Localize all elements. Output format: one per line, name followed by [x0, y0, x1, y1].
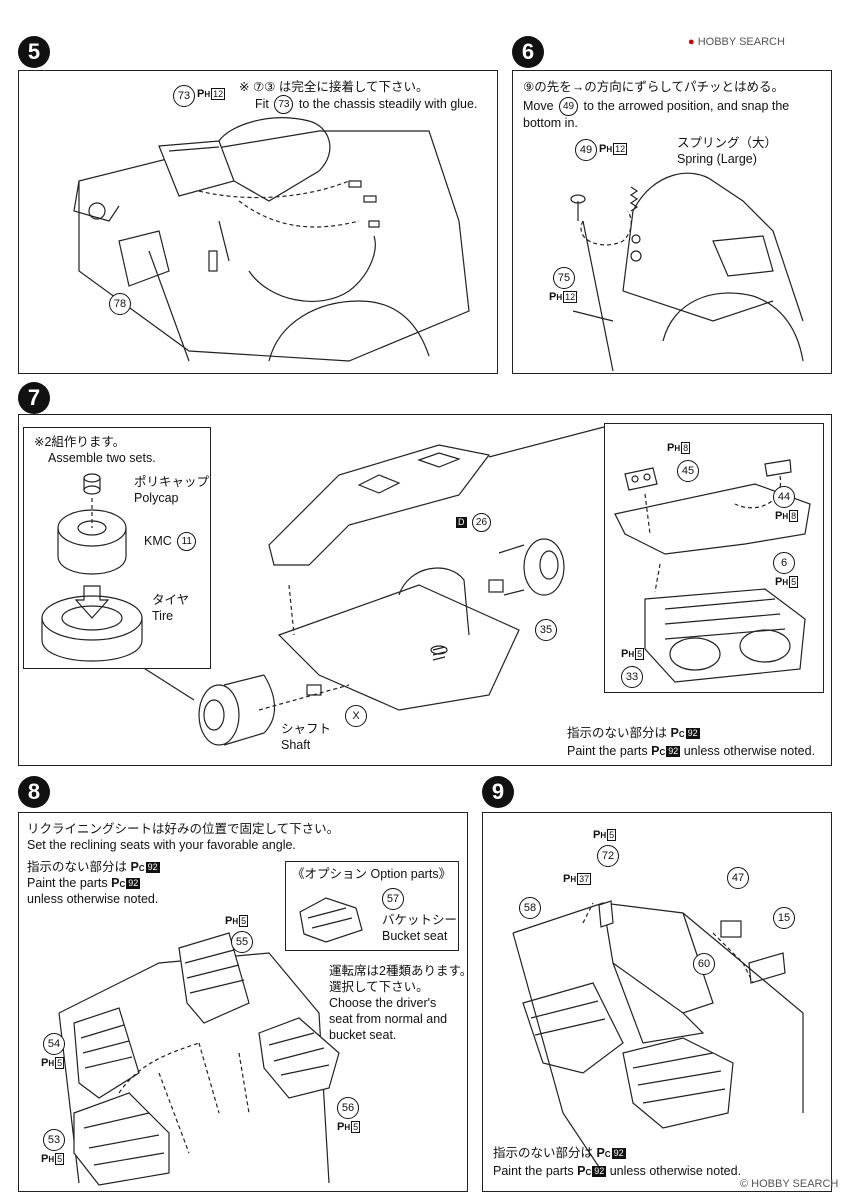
bucket-seat-en: Bucket seat	[382, 929, 448, 943]
spring-label-en: Spring (Large)	[677, 152, 757, 166]
part-54-callout: 54	[43, 1033, 65, 1055]
step-7-drawing	[138, 426, 605, 746]
step-7-panel: ※2組作ります。 Assemble two sets. ポリキャップ Polyc…	[18, 414, 832, 766]
part-33-callout: 33	[621, 666, 643, 688]
part-72-callout: 72	[597, 845, 619, 867]
part-60-callout: 60	[693, 953, 715, 975]
part-15-callout: 15	[773, 907, 795, 929]
shaft-label-jp: シャフト	[281, 722, 332, 736]
part-44-callout: 44	[773, 486, 795, 508]
part-57-callout: 57	[382, 888, 404, 910]
spring-label-jp: スプリング（大）	[677, 136, 778, 150]
part-47-callout: 47	[727, 867, 749, 889]
step-5-chassis-drawing	[73, 117, 470, 362]
part-73-callout: 73	[173, 85, 195, 107]
step-number-8: 8	[18, 776, 50, 808]
part-number: 49	[559, 97, 579, 116]
kmc-label: KMC 11	[144, 532, 198, 551]
inset-note-en: Assemble two sets.	[48, 451, 156, 465]
part-78-callout: 78	[109, 293, 131, 315]
option-parts-box: 《オプション Option parts》 57 バケットシート Bucket s…	[285, 861, 459, 951]
tire-label-en: Tire	[152, 609, 174, 623]
part-58-callout: 58	[519, 897, 541, 919]
driver-seat-en2: seat from normal and	[329, 1012, 448, 1026]
step-6-note-en-line2: bottom in.	[523, 116, 578, 130]
polycap-label-jp: ポリキャップ	[134, 475, 210, 489]
step-number-9: 9	[482, 776, 514, 808]
step-5-panel: ※ ⑦③ は完全に接着して下さい。 Fit 73 to the chassis …	[18, 70, 498, 374]
part-number: 26	[471, 513, 491, 532]
option-title: 《オプション Option parts》	[292, 867, 452, 881]
bucket-seat-jp: バケットシート	[382, 913, 458, 927]
polycap-label-en: Polycap	[134, 491, 179, 505]
step-6-panel: ⑨の先を→の方向にずらしてパチッとはめる。 Move 49 to the arr…	[512, 70, 832, 374]
part-number: 11	[177, 532, 197, 551]
hobby-search-copyright: © HOBBY SEARCH	[740, 1178, 839, 1190]
driver-seat-jp2: 選択して下さい。	[329, 980, 429, 994]
tire-label-jp: タイヤ	[152, 593, 190, 607]
step-number-6: 6	[512, 36, 544, 68]
part-number: 73	[274, 95, 294, 114]
bucket-seat-drawing	[299, 897, 363, 943]
driver-seat-en1: Choose the driver's	[329, 996, 437, 1010]
step-number-5: 5	[18, 36, 50, 68]
step-6-drawing	[570, 172, 804, 372]
driver-seat-en3: bucket seat.	[329, 1028, 397, 1042]
hobby-search-logo: ● HOBBY SEARCH	[688, 36, 785, 48]
part-6-callout: 6	[773, 552, 795, 574]
wheel-assembly-inset: ※2組作ります。 Assemble two sets. ポリキャップ Polyc…	[23, 427, 211, 669]
wheel-assembly-drawing	[41, 473, 143, 662]
rear-seat-drawing	[614, 459, 811, 683]
part-75-callout: 75	[553, 267, 575, 289]
step-number-7: 7	[18, 382, 50, 414]
driver-seat-jp1: 運転席は2種類あります。	[329, 964, 468, 978]
part-56-callout: 56	[337, 1097, 359, 1119]
step-9-drawing	[512, 900, 804, 1174]
step-6-note-jp: ⑨の先を→の方向にずらしてパチッとはめる。	[523, 80, 784, 94]
part-35-callout: 35	[535, 619, 557, 641]
inset-note-jp: ※2組作ります。	[34, 435, 126, 449]
part-45-callout: 45	[677, 460, 699, 482]
step-5-note-jp: ※ ⑦③ は完全に接着して下さい。	[239, 80, 429, 94]
part-53-callout: 53	[43, 1129, 65, 1151]
part-55-callout: 55	[231, 931, 253, 953]
step-8-note-jp: リクライニングシートは好みの位置で固定して下さい。	[27, 822, 340, 836]
step-8-note-en: Set the reclining seats with your favora…	[27, 838, 296, 852]
step-8-paint-en-line2: unless otherwise noted.	[27, 892, 159, 906]
part-49-callout: 49	[575, 139, 597, 161]
shaft-label-en: Shaft	[281, 738, 311, 752]
step-6-note-en: Move 49 to the arrowed position, and sna…	[523, 97, 789, 116]
d26-label: D 26	[455, 513, 493, 532]
step-8-panel: リクライニングシートは好みの位置で固定して下さい。 Set the reclin…	[18, 812, 468, 1192]
step-5-note-en: Fit 73 to the chassis steadily with glue…	[255, 95, 477, 114]
x-callout: X	[345, 705, 367, 727]
